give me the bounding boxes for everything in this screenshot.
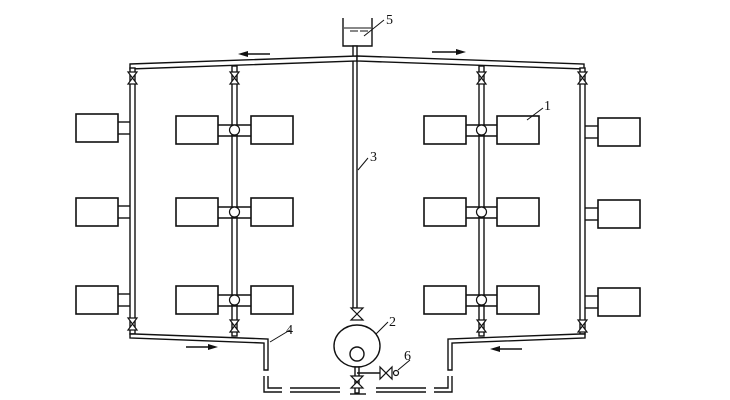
radiator <box>175 115 219 145</box>
radiator <box>75 285 119 315</box>
radiator <box>496 285 540 315</box>
valves <box>126 71 589 389</box>
right-inner-riser <box>478 65 485 337</box>
valve-riser-bottom <box>349 307 365 321</box>
label-expansion-tank: 5 <box>386 13 393 28</box>
radiator <box>496 115 540 145</box>
radiator <box>250 285 294 315</box>
label-drain-valve: 6 <box>404 349 411 364</box>
boiler <box>333 321 411 394</box>
valve-right-inner-bottom <box>475 319 488 333</box>
radiator <box>423 197 467 227</box>
return-main-right <box>447 333 586 371</box>
label-return-main: 4 <box>286 323 293 338</box>
radiators-right-outer <box>585 117 641 317</box>
radiator <box>597 117 641 147</box>
left-inner-riser <box>231 65 238 337</box>
valve-left-inner-top <box>228 71 241 85</box>
radiator <box>175 197 219 227</box>
radiator <box>175 285 219 315</box>
radiator <box>496 197 540 227</box>
left-outer-riser <box>129 67 136 335</box>
return-main-left <box>129 329 291 371</box>
valve-left-inner-bottom <box>228 319 241 333</box>
radiators-left-outer <box>75 113 130 315</box>
radiator <box>250 197 294 227</box>
right-outer-riser <box>579 67 586 335</box>
radiators-right-inner <box>423 107 544 315</box>
label-riser: 3 <box>370 150 377 165</box>
radiator <box>423 115 467 145</box>
valve-right-outer-top <box>576 71 589 85</box>
label-radiator: 1 <box>544 99 551 114</box>
radiators-left-inner <box>175 115 294 315</box>
valve-right-inner-top <box>475 71 488 85</box>
top-supply-main <box>129 49 585 70</box>
radiator <box>597 199 641 229</box>
supply-riser <box>352 45 369 309</box>
valve-right-outer-bottom <box>576 319 589 333</box>
valve-left-outer-bottom <box>126 317 139 331</box>
drain-valve <box>379 365 393 381</box>
valve-boiler-outlet <box>349 375 365 389</box>
radiator <box>597 287 641 317</box>
label-boiler: 2 <box>389 315 396 330</box>
radiator <box>75 113 119 143</box>
radiator <box>75 197 119 227</box>
valve-left-outer-top <box>126 71 139 85</box>
radiator <box>423 285 467 315</box>
expansion-tank <box>342 18 385 47</box>
bottom-return <box>263 376 453 395</box>
radiator <box>250 115 294 145</box>
